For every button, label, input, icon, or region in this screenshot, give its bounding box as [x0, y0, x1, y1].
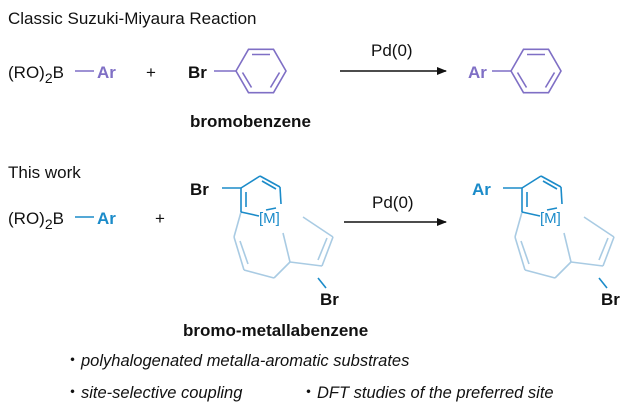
tw-ar-label: Ar	[97, 209, 116, 228]
classic-br-label: Br	[188, 63, 207, 82]
bullet-1: ・polyhalogenated metalla-aromatic substr…	[64, 351, 409, 370]
classic-boronate-prefix: (RO)2B	[8, 63, 64, 86]
bullet-3-text: DFT studies of the preferred site	[317, 384, 554, 402]
tw-product-metallacycle	[521, 175, 563, 217]
tw-plus: +	[155, 209, 165, 228]
tw-product	[503, 175, 615, 289]
bromo-metallabenzene-label: bromo-metallabenzene	[183, 321, 368, 340]
tw-metal-label: [M]	[259, 210, 280, 227]
tw-br-top: Br	[190, 180, 209, 199]
bromo-metallabenzene	[222, 175, 334, 289]
bromobenzene-ring	[235, 48, 287, 94]
classic-boronate-sub: 2	[45, 70, 53, 86]
tw-product-br: Br	[601, 290, 620, 309]
bullet-2-marker: ・	[64, 383, 81, 402]
bullet-3-marker: ・	[300, 383, 317, 402]
bullet-2-text: site-selective coupling	[81, 384, 243, 402]
classic-plus: +	[146, 63, 156, 82]
tw-product-metal: [M]	[540, 210, 561, 227]
tw-substrate-fused-rings	[233, 211, 334, 279]
classic-product-ring	[510, 48, 562, 94]
tw-boronate-sub: 2	[45, 216, 53, 232]
classic-product-ar: Ar	[468, 63, 487, 82]
tw-br-bottom: Br	[320, 290, 339, 309]
tw-substrate-metallacycle	[240, 175, 282, 217]
bullet-3: ・DFT studies of the preferred site	[300, 383, 554, 402]
this-work-title: This work	[8, 163, 81, 182]
tw-br-bottom-bond	[317, 277, 327, 289]
tw-boronate-b: B	[53, 209, 64, 228]
tw-catalyst: Pd(0)	[372, 193, 414, 212]
classic-ar-label: Ar	[97, 63, 116, 82]
classic-title: Classic Suzuki-Miyaura Reaction	[8, 9, 256, 28]
tw-product-br-bond	[598, 277, 608, 289]
tw-boronate-ro: (RO)	[8, 209, 45, 228]
bromobenzene-label: bromobenzene	[190, 112, 311, 131]
bullet-1-text: polyhalogenated metalla-aromatic substra…	[80, 352, 409, 370]
bullet-1-marker: ・	[64, 351, 81, 370]
classic-catalyst: Pd(0)	[371, 41, 413, 60]
classic-boronate-b: B	[53, 63, 64, 82]
tw-product-fused-rings	[514, 211, 615, 279]
tw-boronate-prefix: (RO)2B	[8, 209, 64, 232]
tw-product-ar: Ar	[472, 180, 491, 199]
bullet-2: ・site-selective coupling	[64, 383, 243, 402]
classic-boronate-ro: (RO)	[8, 63, 45, 82]
